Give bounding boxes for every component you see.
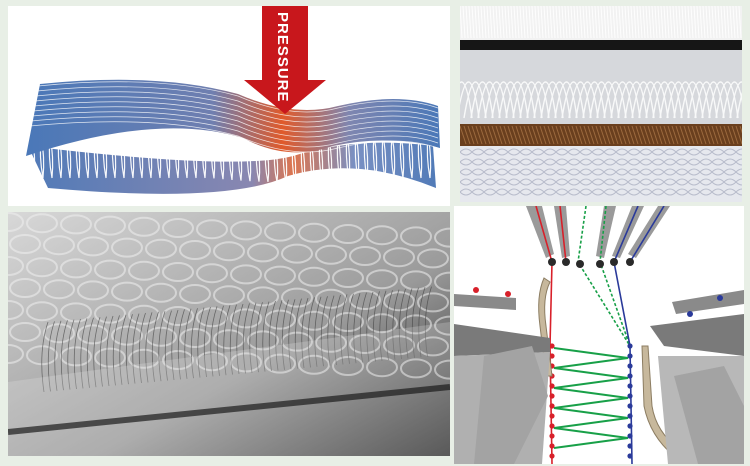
pressure-arrow: PRESSURE: [244, 6, 326, 114]
layered-fabric-photo: [460, 6, 742, 202]
layered-fabric-illustration: [460, 6, 742, 202]
macro-fabric-illustration: [8, 212, 450, 456]
pressure-diagram-panel: PRESSURE: [8, 6, 450, 206]
back-stitches: [627, 343, 633, 459]
macro-fabric-photo: [8, 212, 450, 456]
left-needle-bed: [454, 287, 550, 464]
fabric-top-lines: [29, 81, 439, 153]
brown-band: [460, 124, 742, 146]
pressure-diagram: PRESSURE: [26, 6, 441, 194]
guide-eyelets: [548, 258, 634, 268]
front-stitches: [549, 343, 555, 459]
spacer-fibers: [30, 135, 441, 183]
right-needle-bed: [650, 290, 744, 464]
fabric-top-layer: [26, 79, 440, 156]
knitting-machine-diagram: [454, 206, 744, 464]
pressure-label: PRESSURE: [274, 12, 291, 103]
spacer-yarn-zigzag: [553, 347, 629, 449]
fabric-base-layer: [28, 142, 436, 194]
knitting-machine-illustration: [454, 206, 744, 464]
black-band: [460, 40, 742, 50]
